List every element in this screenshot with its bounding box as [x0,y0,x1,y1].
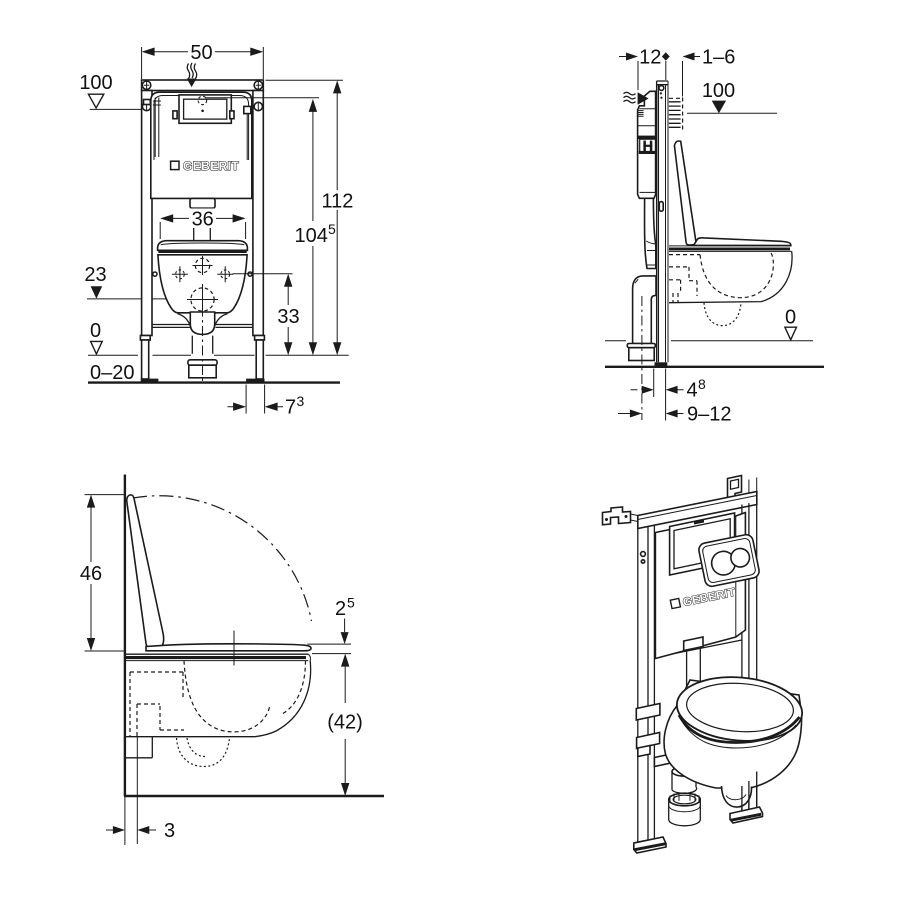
svg-text:46: 46 [80,563,102,585]
svg-text:112: 112 [322,190,354,212]
svg-text:36: 36 [192,209,214,231]
svg-text:100: 100 [702,80,735,102]
svg-text:0: 0 [90,320,101,342]
svg-text:23: 23 [84,264,106,286]
svg-text:(42): (42) [327,712,363,734]
svg-text:3: 3 [164,820,175,842]
svg-text:0–20: 0–20 [90,362,135,384]
svg-text:5: 5 [328,221,336,237]
svg-text:2: 2 [335,598,346,620]
svg-text:9–12: 9–12 [687,403,732,425]
svg-text:5: 5 [347,595,355,611]
svg-text:12: 12 [639,47,661,69]
svg-text:100: 100 [79,72,112,94]
svg-text:8: 8 [698,376,706,392]
svg-text:50: 50 [190,42,212,64]
svg-text:0: 0 [785,306,796,328]
svg-text:1–6: 1–6 [702,47,735,69]
svg-text:3: 3 [297,393,305,409]
svg-text:4: 4 [687,380,698,402]
svg-text:7: 7 [285,397,296,419]
svg-text:33: 33 [277,306,299,328]
svg-text:GEBERIT: GEBERIT [183,159,239,173]
svg-text:104: 104 [295,225,328,247]
